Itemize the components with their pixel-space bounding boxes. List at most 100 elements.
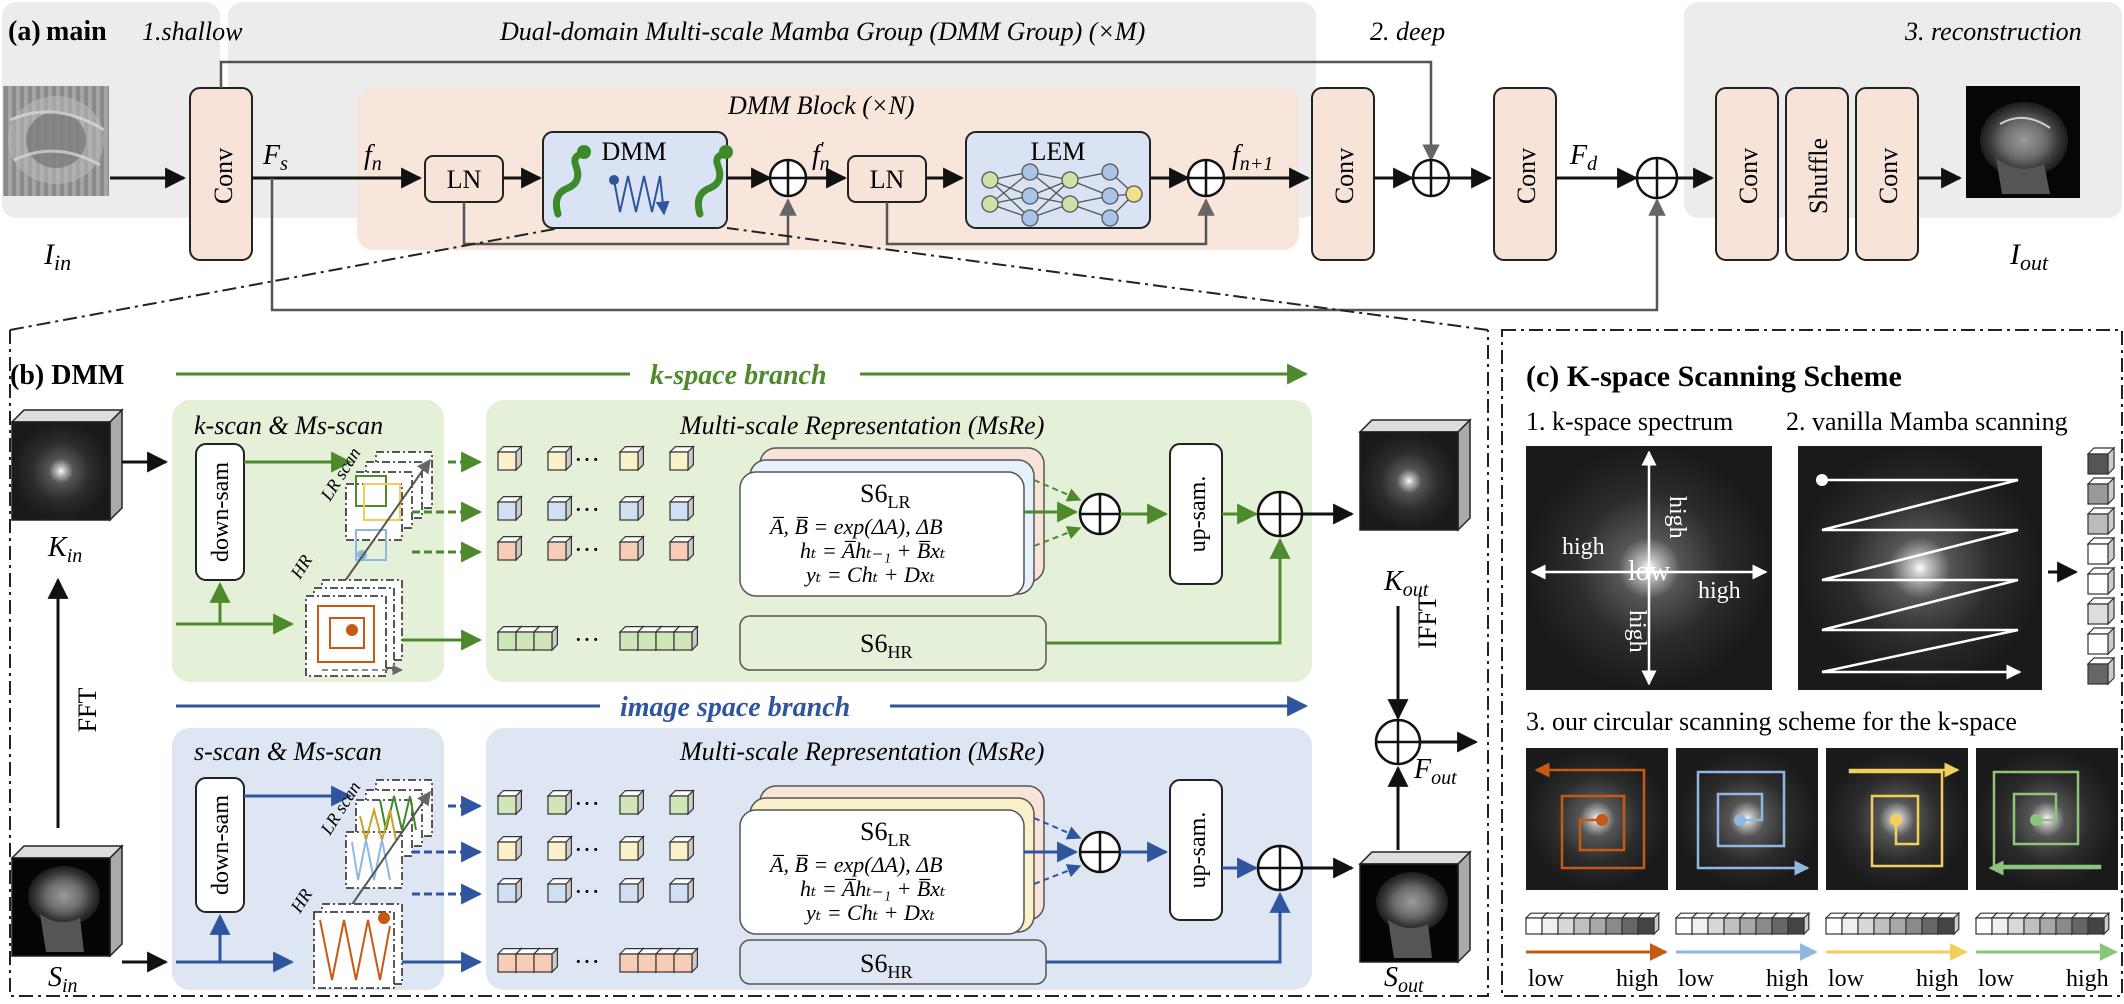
cube-icon bbox=[1841, 917, 1859, 935]
cube-icon bbox=[1707, 917, 1725, 935]
cube-icon bbox=[1937, 917, 1955, 935]
s-s6lr-block bbox=[739, 809, 1025, 935]
cube-icon bbox=[1557, 917, 1575, 935]
spectrum-high-left: high bbox=[1562, 534, 1605, 560]
cube-icon bbox=[497, 795, 517, 815]
s-add-lr bbox=[1078, 830, 1122, 874]
cube-icon bbox=[497, 631, 517, 651]
ellipsis-text: ··· bbox=[574, 877, 600, 906]
s-eq3: yₜ = Chₜ + Dxₜ bbox=[804, 900, 936, 925]
section-a-label: (a) bbox=[8, 16, 41, 47]
spectrum-high-top: high bbox=[1664, 496, 1690, 539]
lem-label: LEM bbox=[1031, 137, 1086, 166]
vanilla-token-column bbox=[2086, 446, 2116, 686]
cube-icon bbox=[2039, 917, 2057, 935]
strip1-low: low bbox=[1528, 966, 1565, 992]
cube-icon bbox=[1739, 917, 1757, 935]
k-down-sam-block bbox=[195, 443, 245, 581]
shuffle-block bbox=[1785, 87, 1849, 261]
strip3-high: high bbox=[1916, 966, 1959, 992]
ellipsis-text: ··· bbox=[574, 835, 600, 864]
s-scan-title: s-scan & Ms-scan bbox=[194, 737, 382, 766]
ellipsis-text: ··· bbox=[574, 625, 600, 654]
cube-icon bbox=[1637, 917, 1655, 935]
k-out-image bbox=[1358, 418, 1472, 532]
snake-icon bbox=[552, 145, 591, 218]
k-down-sam-label: down-sam bbox=[208, 462, 234, 562]
i-in-label: Iin bbox=[43, 238, 71, 275]
circular-scan-lightblue bbox=[1676, 748, 1818, 890]
fft-label: FFT bbox=[73, 687, 102, 732]
add-node-2 bbox=[1186, 158, 1226, 198]
k-hr-scan-stack bbox=[305, 579, 403, 677]
k-add-lr bbox=[1078, 492, 1122, 536]
dmm-block-title: DMM Block (×N) bbox=[727, 91, 914, 120]
cube-icon bbox=[2087, 483, 2109, 505]
cube-icon bbox=[2087, 663, 2109, 685]
long-skip-line bbox=[270, 178, 1666, 312]
ellipsis-text: ··· bbox=[574, 535, 600, 564]
scheme-sub2: 2. vanilla Mamba scanning bbox=[1786, 407, 2068, 436]
strip2-high: high bbox=[1766, 966, 1809, 992]
k-up-sam-label: up-sam. bbox=[1185, 476, 1211, 553]
cube-icon bbox=[619, 631, 639, 651]
cube-icon bbox=[2087, 633, 2109, 655]
k-msre-title: Multi-scale Representation (MsRe) bbox=[679, 411, 1044, 440]
conv-after-group-block bbox=[1493, 87, 1557, 261]
dmm-module-label: DMM bbox=[601, 137, 666, 166]
cube-icon bbox=[1589, 917, 1607, 935]
fs-label: Fs bbox=[262, 140, 288, 175]
ellipsis-text: ··· bbox=[574, 947, 600, 976]
cube-icon bbox=[637, 631, 657, 651]
s-add-hr bbox=[1256, 844, 1304, 892]
cube-icon bbox=[1771, 917, 1789, 935]
cube-icon bbox=[673, 953, 693, 973]
cube-icon bbox=[669, 883, 689, 903]
s-up-sam-label: up-sam. bbox=[1185, 812, 1211, 889]
strip4-low: low bbox=[1978, 966, 2015, 992]
circular-scan-yellow bbox=[1826, 748, 1968, 890]
add-node-3 bbox=[1411, 158, 1451, 198]
neural-net-icon bbox=[981, 163, 1143, 227]
k-out-label: Kout bbox=[1383, 566, 1429, 601]
kspace-spectrum-image bbox=[1526, 446, 1772, 690]
cube-icon bbox=[497, 451, 517, 471]
cube-icon bbox=[547, 841, 567, 861]
s-eq1: A̅, B̅ = exp(ΔA), ΔB bbox=[768, 852, 943, 877]
s-out-image bbox=[1358, 850, 1472, 964]
s-in-image bbox=[10, 844, 124, 958]
scheme-sub1: 1. k-space spectrum bbox=[1526, 407, 1733, 436]
cube-icon bbox=[673, 631, 693, 651]
cube-icon bbox=[2087, 453, 2109, 475]
cube-icon bbox=[1525, 917, 1543, 935]
fn1-label: fn+1 bbox=[1232, 140, 1273, 175]
s-msre-title: Multi-scale Representation (MsRe) bbox=[679, 737, 1044, 766]
cube-icon bbox=[1541, 917, 1559, 935]
k-in-image bbox=[10, 408, 124, 522]
recon-conv1-block bbox=[1715, 87, 1779, 261]
fn-label: fn bbox=[364, 140, 382, 175]
frequency-token-strips bbox=[1524, 911, 2111, 936]
vanilla-scan-image bbox=[1798, 446, 2042, 690]
input-image bbox=[3, 86, 109, 196]
reconstruction-label: 3. reconstruction bbox=[1904, 17, 2082, 46]
scheme-title: (c) K-space Scanning Scheme bbox=[1526, 360, 1902, 393]
cube-icon bbox=[619, 953, 639, 973]
cube-icon bbox=[1857, 917, 1875, 935]
add-node-4 bbox=[1635, 156, 1679, 200]
cube-icon bbox=[669, 841, 689, 861]
s-out-label: Sout bbox=[1384, 962, 1424, 997]
cube-icon bbox=[2007, 917, 2025, 935]
cube-icon bbox=[1723, 917, 1741, 935]
s-lr-scan-stack bbox=[345, 779, 433, 889]
strip1-high: high bbox=[1616, 966, 1659, 992]
s-down-sam-block bbox=[195, 777, 245, 913]
cube-icon bbox=[547, 795, 567, 815]
k-add-hr bbox=[1256, 490, 1304, 538]
cube-icon bbox=[515, 953, 535, 973]
spectrum-high-right: high bbox=[1698, 578, 1741, 604]
fd-label: Fd bbox=[1569, 140, 1598, 175]
shallow-conv-label: Conv bbox=[209, 148, 238, 204]
k-eq1: A̅, B̅ = exp(ΔA), ΔB bbox=[768, 514, 943, 539]
